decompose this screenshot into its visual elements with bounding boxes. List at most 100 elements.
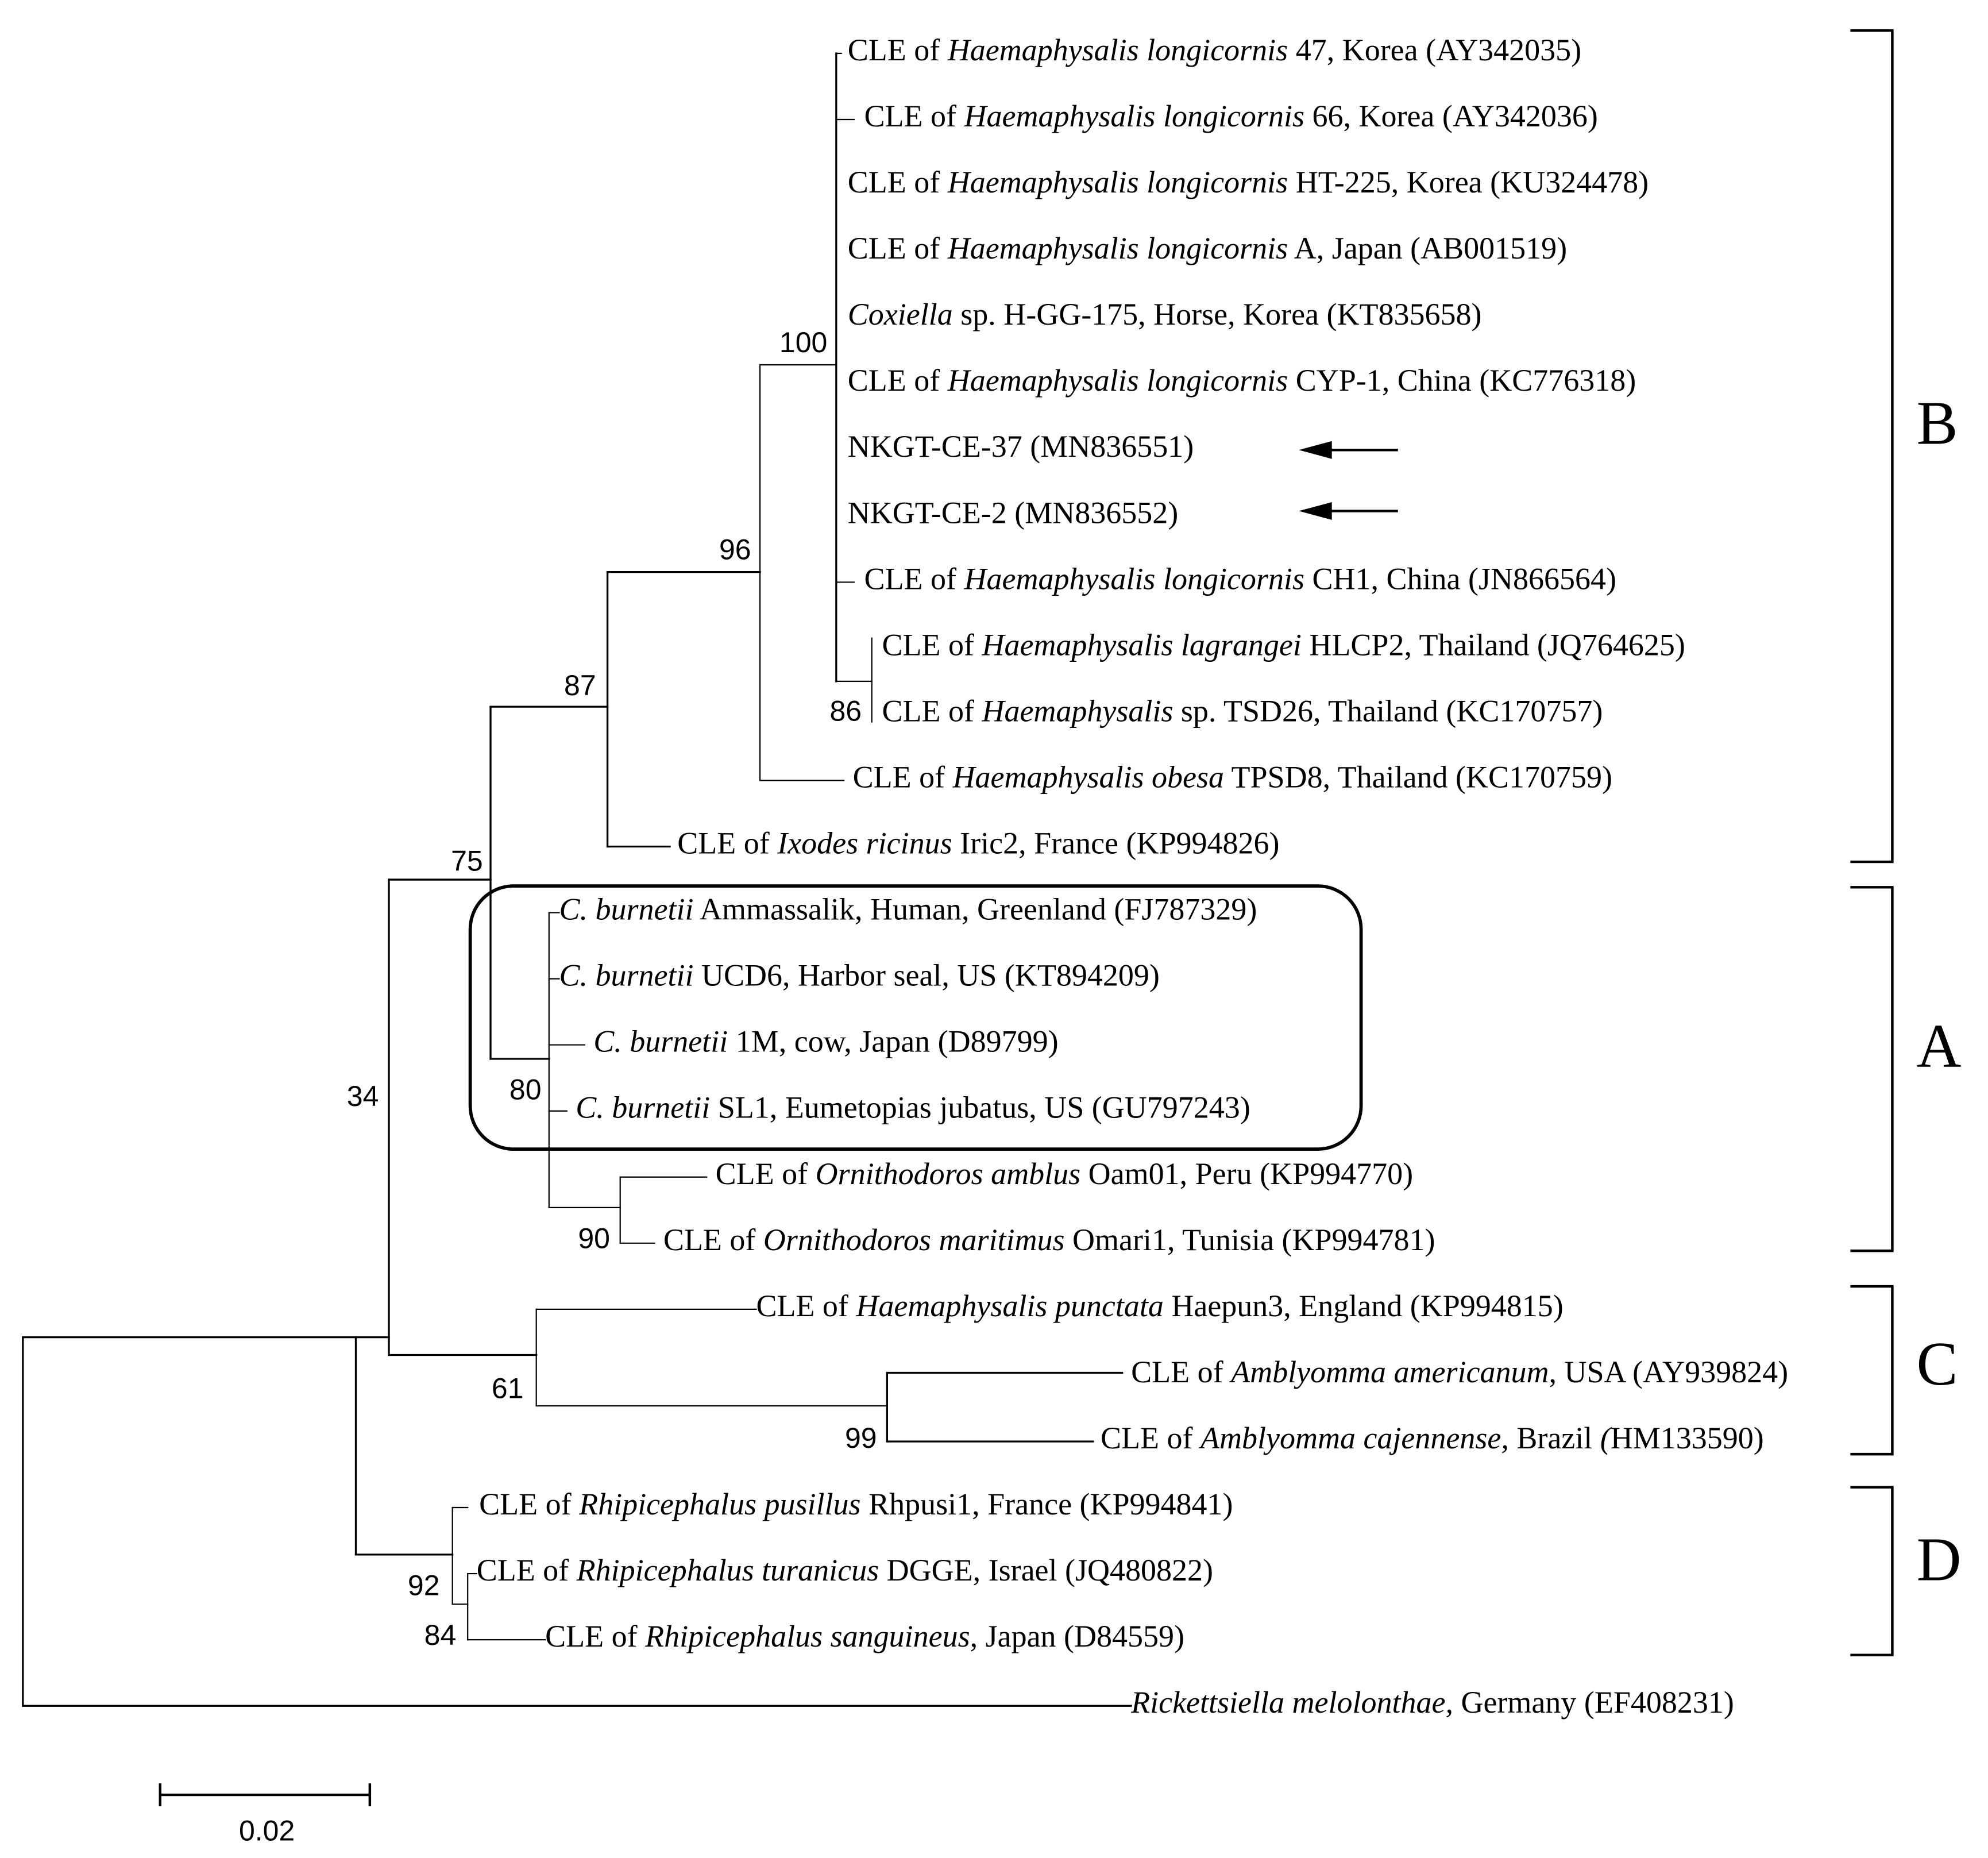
leaf-label: CLE of Rhipicephalus sanguineus, Japan (… [545,1620,1184,1654]
leaf-label: CLE of Haemaphysalis lagrangei HLCP2, Th… [882,628,1685,662]
bootstrap-value: 92 [408,1570,440,1602]
leaf-label-text: Ammassalik, Human, Greenland (FJ787329) [694,892,1257,927]
leaf-label: CLE of Ixodes ricinus Iric2, France (KP9… [677,826,1279,861]
leaf-label-italic: Haemaphysalis longicornis [947,165,1288,199]
leaf-label-text: CYP-1, China (KC776318) [1288,364,1636,398]
leaf-label-text: NKGT-CE-37 (MN836551) [848,430,1194,464]
leaf-label-text: CLE of [677,826,777,861]
leaf-label-text: CLE of [853,760,953,795]
leaf-label-italic: Haemaphysalis punctata [855,1289,1163,1323]
leaf-label-text: HT-225, Korea (KU324478) [1288,165,1649,199]
leaf-label-italic: Rhipicephalus sanguineus [644,1620,970,1654]
leaf-label: CLE of Amblyomma americanum, USA (AY9398… [1131,1355,1788,1389]
bootstrap-value: 90 [578,1223,610,1255]
bootstrap-value: 86 [829,695,862,727]
leaf-label-italic: Haemaphysalis longicornis [947,231,1288,265]
clade-bracket-d [1850,1486,1894,1656]
leaf-label-text: CLE of [756,1289,856,1323]
clade-bracket-b [1850,29,1894,864]
clade-bracket-c [1850,1285,1894,1456]
leaf-label-italic: Rickettsiella melolonthae, [1130,1686,1453,1720]
leaf-label-italic: Haemaphysalis longicornis [963,562,1304,596]
leaf-label: CLE of Haemaphysalis punctata Haepun3, E… [756,1289,1563,1323]
leaf-label-text: CLE of [479,1487,579,1521]
bootstrap-value: 61 [492,1373,524,1405]
leaf-label: CLE of Haemaphysalis longicornis 47, Kor… [848,33,1581,67]
leaf-label: NKGT-CE-37 (MN836551) [848,430,1194,464]
leaf-label-text: CLE of [477,1553,577,1587]
leaf-label-italic: Haemaphysalis longicornis [947,33,1288,67]
leaf-label-text: HM133590) [1611,1421,1764,1455]
leaf-label: Coxiella sp. H-GG-175, Horse, Korea (KT8… [848,298,1482,332]
leaf-label-text: NKGT-CE-2 (MN836552) [848,496,1178,530]
leaf-label-text: CLE of [864,562,964,596]
leaf-label-italic: Ornithodoros amblus [816,1157,1081,1191]
leaf-label-text: HLCP2, Thailand (JQ764625) [1302,628,1685,662]
leaf-label-italic: Ornithodoros maritimus [763,1223,1065,1257]
leaf-label-text: CH1, China (JN866564) [1304,562,1616,596]
leaf-label-italic: C. burnetii [559,892,694,927]
leaf-label-text: CLE of [1101,1421,1200,1455]
new-sequence-arrows [1299,441,1398,520]
leaf-label: CLE of Haemaphysalis sp. TSD26, Thailand… [882,694,1603,728]
bootstrap-value: 96 [719,533,751,565]
leaf-label-italic: Haemaphysalis lagrangei [981,628,1301,662]
leaf-label: C. burnetii Ammassalik, Human, Greenland… [559,892,1257,927]
leaf-label-italic: Haemaphysalis longicornis [963,99,1304,133]
leaf-label-text: Haepun3, England (KP994815) [1164,1289,1564,1323]
leaf-label-text: DGGE, Israel (JQ480822) [879,1553,1213,1587]
leaf-label-text: CLE of [663,1223,763,1257]
leaf-label-text: A, Japan (AB001519) [1288,231,1567,265]
leaf-label-text: 47, Korea (AY342035) [1288,33,1581,67]
leaf-label-italic: ( [1600,1421,1612,1455]
bootstrap-value: 100 [779,326,827,359]
leaf-labels: CLE of Haemaphysalis longicornis 47, Kor… [477,33,1788,1720]
leaf-label-text: CLE of [1131,1355,1231,1389]
leaf-label-italic: Ixodes ricinus [777,826,952,861]
leaf-label-text: CLE of [848,364,948,398]
c-burnetii-box [468,884,1363,1151]
leaf-label: CLE of Rhipicephalus turanicus DGGE, Isr… [477,1553,1213,1587]
clade-bracket-a [1850,886,1894,1252]
leaf-label: CLE of Haemaphysalis longicornis CYP-1, … [848,364,1636,398]
bootstrap-value: 75 [451,845,483,877]
leaf-label-italic: Amblyomma americanum [1229,1355,1549,1389]
leaf-label: CLE of Haemaphysalis longicornis HT-225,… [848,165,1649,199]
tree-branches [22,52,1132,1707]
leaf-label: CLE of Ornithodoros amblus Oam01, Peru (… [716,1157,1414,1191]
arrow-head [1299,441,1332,459]
leaf-label-text: CLE of [864,99,964,133]
leaf-label-italic: Coxiella [848,298,953,332]
leaf-label-text: 66, Korea (AY342036) [1304,99,1598,133]
leaf-label-text: UCD6, Harbor seal, US (KT894209) [694,958,1160,993]
leaf-label-italic: Haemaphysalis obesa [952,760,1224,795]
leaf-label: CLE of Rhipicephalus pusillus Rhpusi1, F… [479,1487,1233,1521]
leaf-label-text: CLE of [545,1620,645,1654]
leaf-label-italic: C. burnetii [559,958,694,993]
leaf-label-italic: Haemaphysalis [981,694,1173,728]
leaf-label: Rickettsiella melolonthae, Germany (EF40… [1130,1686,1734,1720]
c-burnetii-highlight-box [468,884,1363,1151]
leaf-label: C. burnetii SL1, Eumetopias jubatus, US … [576,1090,1250,1125]
leaf-label-italic: Rhipicephalus turanicus [576,1553,879,1587]
leaf-label-text: TPSD8, Thailand (KC170759) [1224,760,1612,795]
leaf-label-text: Brazil [1509,1421,1600,1455]
clade-label-b: B [1916,390,1958,458]
leaf-label: CLE of Haemaphysalis longicornis 66, Kor… [864,99,1598,133]
leaf-label-text: CLE of [882,694,982,728]
leaf-label: C. burnetii 1M, cow, Japan (D89799) [593,1024,1058,1059]
leaf-label-italic: Rhipicephalus pusillus [578,1487,860,1521]
bootstrap-value: 87 [564,669,596,701]
leaf-label-text: 1M, cow, Japan (D89799) [728,1024,1058,1059]
leaf-label-text: Iric2, France (KP994826) [952,826,1280,861]
bootstrap-value: 84 [424,1619,457,1651]
bootstrap-value: 34 [347,1080,379,1112]
leaf-label-text: , Japan (D84559) [970,1620,1184,1654]
scale-bar: 0.02 [159,1783,372,1847]
leaf-label: CLE of Haemaphysalis longicornis CH1, Ch… [864,562,1616,596]
leaf-label-italic: C. burnetii [593,1024,728,1059]
leaf-label-text: , USA (AY939824) [1549,1355,1789,1389]
bootstrap-value: 99 [845,1422,877,1454]
